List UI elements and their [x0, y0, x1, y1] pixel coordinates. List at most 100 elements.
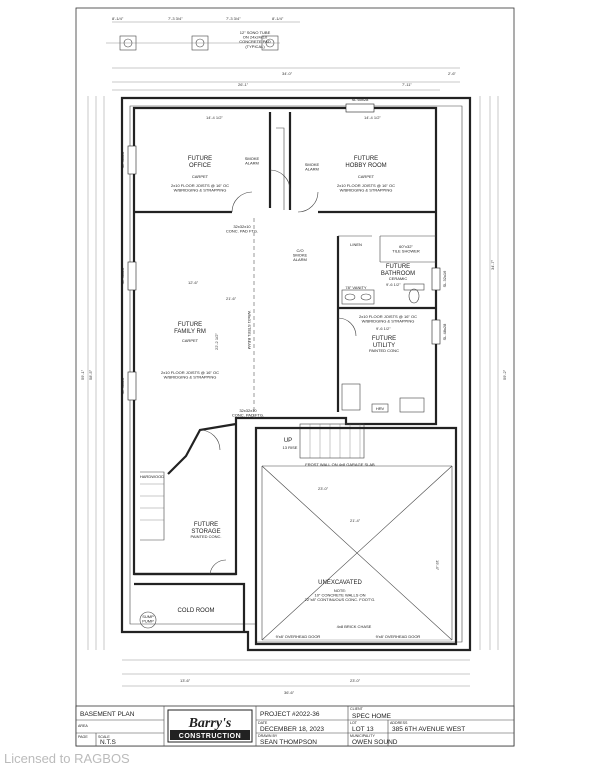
dim-top-4: 8'-1/4" [272, 16, 284, 21]
window-left-3-label: SL 48x28 [120, 377, 125, 395]
dim-utility: 9'-6 1/2" [376, 326, 391, 331]
text-line-line: HOBBY ROOM [345, 163, 386, 169]
sheet-title: BASEMENT PLAN [80, 711, 135, 718]
vanity-label: 78" VANITY [345, 285, 366, 290]
dim-left-height-2: 58'-5" [88, 369, 93, 380]
text-line-line: W/BRIDGING & STRAPPING [362, 319, 415, 324]
dim-office-width: 14'-4 1/2" [206, 115, 223, 120]
text-line-line: UTILITY [373, 343, 395, 349]
text-line-line: CONCRETE PAD [239, 39, 271, 44]
scale-label: SCALE [98, 735, 110, 739]
unexcavated-name: UNEXCAVATED [318, 580, 362, 586]
window-top-label: SL 60x28 [352, 97, 370, 102]
license-watermark: Licensed to RAGBOS [4, 751, 130, 766]
dim-bottom-total: 36'-6" [284, 690, 295, 695]
page-label: PAGE [78, 735, 88, 739]
text-line-line: W/BRIDGING & STRAPPING [164, 375, 217, 380]
family-floor: CARPET [182, 338, 199, 343]
dim-sub-top-right: 7'-11" [402, 82, 412, 87]
text-line-line: ALARM [305, 167, 319, 172]
lot-label: LOT [350, 721, 358, 725]
client-value: SPEC HOME [352, 713, 392, 720]
text-line-line: STORAGE [191, 529, 220, 535]
cold-room-name: COLD ROOM [177, 608, 214, 614]
text-line-line: BATHROOM [381, 271, 415, 277]
overhead-door-1: 9'x8' OVERHEAD DOOR [276, 634, 321, 639]
stairs: UP 13 RISE HARDWOOD [140, 423, 365, 541]
title-block: BASEMENT PLAN AREA PAGE SCALE N.T.S Barr… [75, 705, 515, 747]
garage-area: 23'-0" 21'-4" 19'-4" FROST WALL ON 4x8 G… [254, 426, 458, 646]
dim-right-ext: 2'-6" [448, 71, 457, 76]
bottom-dimensions: 13'-6" 23'-0" 36'-6" [122, 659, 470, 695]
text-line-line: 10" CONCRETE WALLS ON [314, 593, 365, 598]
dim-bottom-right: 23'-0" [350, 678, 361, 683]
shower-label: 60"x32"TILE SHOWER [392, 244, 420, 254]
date-value: DECEMBER 18, 2023 [260, 726, 324, 733]
sheet-border [75, 7, 515, 747]
municipality-label: MUNICIPALITY [350, 734, 375, 738]
text-line-line: CONC. PAD FTG. [226, 229, 258, 234]
dim-family-height: 22'-2 1/2" [214, 333, 219, 350]
text-line-line: 22"x8" CONTINUOUS CONC. FOOT'G. [305, 597, 376, 602]
dim-top-3: 7'-3 3/4" [226, 16, 241, 21]
hardwood-label: HARDWOOD [140, 474, 164, 479]
window-left-1-label: SL 48x28 [120, 151, 125, 169]
dim-sub-top-left: 26'-1" [238, 82, 249, 87]
text-line-line: FAMILY RM [174, 329, 206, 335]
upper-rooms-walls: 14'-4 1/2" 14'-4 1/2" [134, 112, 436, 214]
drawn-value: SEAN THOMPSON [260, 739, 317, 746]
text-line-line: (TYPICAL) [245, 44, 265, 49]
logo-subtitle: CONSTRUCTION [179, 733, 241, 740]
overhead-door-2: 9'x8' OVERHEAD DOOR [376, 634, 421, 639]
bathroom-floor: CERAMIC [389, 276, 408, 281]
dim-garage-width: 23'-0" [318, 486, 329, 491]
text-line-line: OFFICE [189, 163, 211, 169]
municipality-value: OWEN SOUND [352, 739, 398, 746]
text-line-line: W/BRIDGING & STRAPPING [174, 188, 227, 193]
dim-garage-height: 19'-4" [435, 560, 440, 571]
text-line-line: SMOKE [293, 253, 308, 258]
brick-chase-label: 4x8 BRICK CHASE [337, 624, 372, 629]
windows: SL 60x28 SL 48x28 SL 48x28 SL 48x28 SL 3… [120, 97, 447, 401]
dim-right-height: 59'-2" [502, 369, 507, 380]
text-line-line: W/BRIDGING & STRAPPING [340, 188, 393, 193]
project-number: PROJECT #2022-36 [260, 711, 320, 718]
dim-family-width-2: 21'-6" [226, 296, 237, 301]
dim-bottom-left: 13'-6" [180, 678, 191, 683]
window-right-2-label: SL 48x28 [442, 323, 447, 341]
stair-up-label: UP [284, 438, 292, 444]
area-label: AREA [78, 724, 88, 728]
address-value: 385 6TH AVENUE WEST [392, 726, 465, 733]
dim-overall-top: 34'-0" [282, 71, 293, 76]
text-line-line: ALARM [245, 161, 259, 166]
dim-right-height-2: 34'-7" [490, 259, 495, 270]
service-rooms-walls: HRV LINEN 78" VANITY 60"x32"TILE SHOWER [336, 235, 436, 413]
side-dimensions: 59'-1" 58'-5" 59'-2" 34'-7" [80, 96, 507, 650]
logo-wordmark: Barry's [188, 716, 232, 731]
steel-beam-label: W8x31 STEEL BEAM [247, 311, 252, 350]
dim-top-2: 7'-3 3/4" [168, 16, 183, 21]
lot-value: LOT 13 [352, 726, 374, 733]
stair-risers-label: 13 RISE [283, 445, 298, 450]
date-label: DATE [258, 721, 268, 725]
dim-garage-inner: 21'-4" [350, 518, 361, 523]
